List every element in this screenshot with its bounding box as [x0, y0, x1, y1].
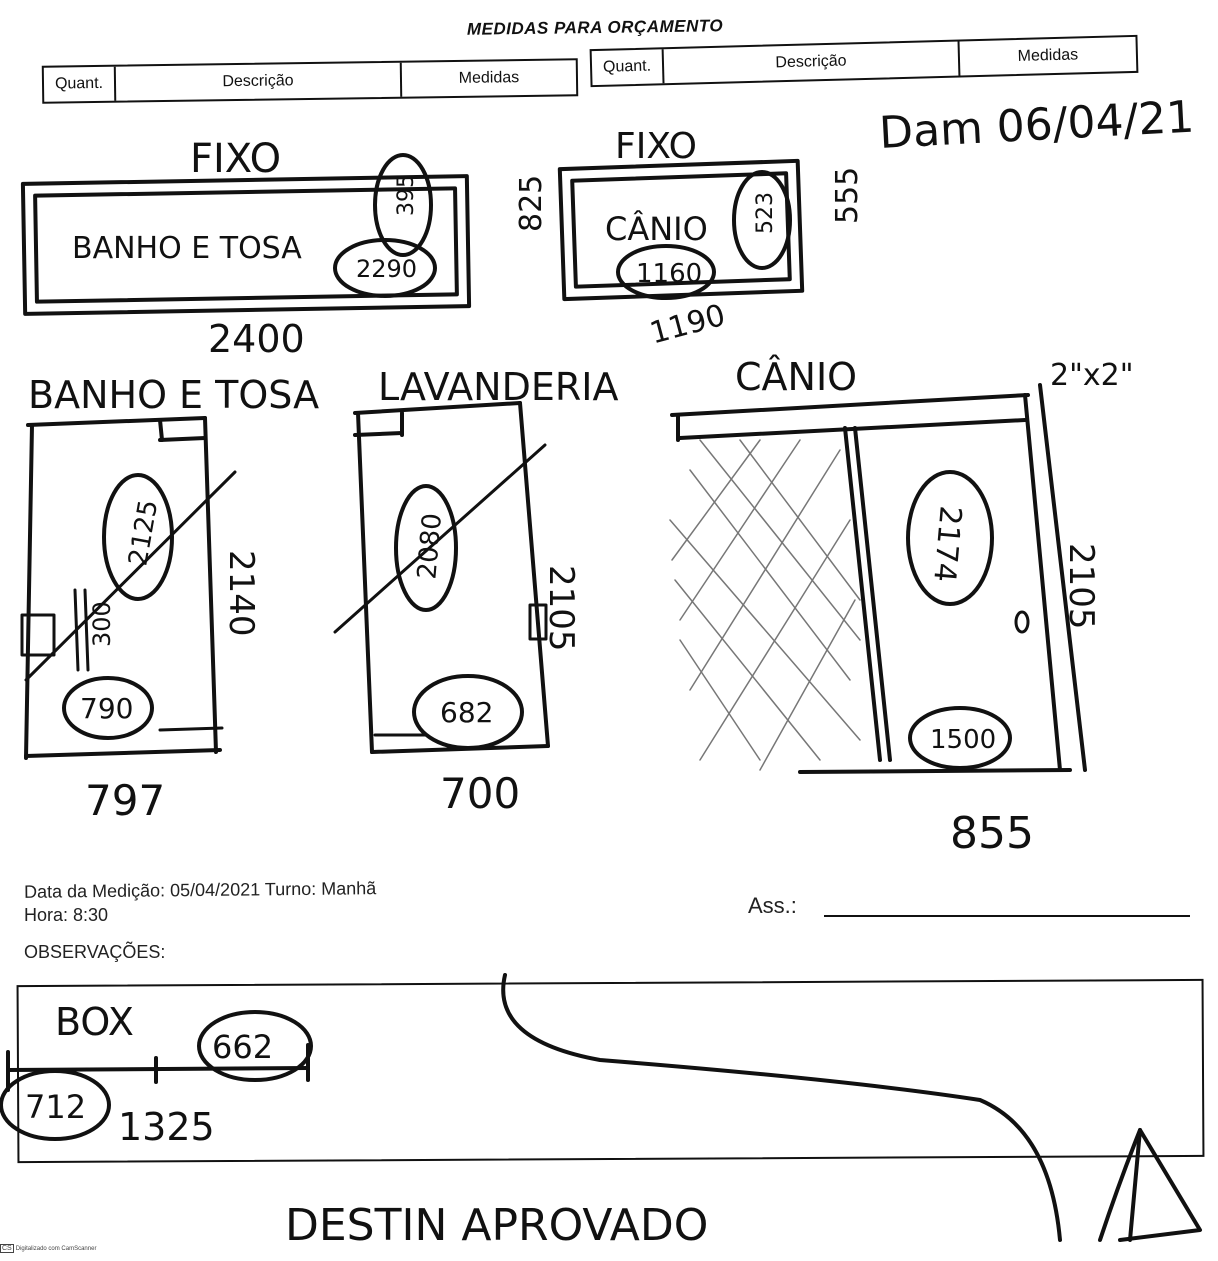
- canil-corner: 2"x2": [1050, 358, 1134, 393]
- lavanderia-side: 2105: [541, 565, 581, 652]
- footer-text: Digitalizado com CamScanner: [15, 1245, 97, 1252]
- box-circle-right-text: 662: [212, 1028, 273, 1066]
- fixo-left-bottom: 2400: [208, 317, 305, 361]
- fixo-left-inner: [33, 186, 459, 304]
- observacoes-box: [16, 978, 1205, 1164]
- fixo-right-label: FIXO: [615, 126, 697, 167]
- data-medicao: Data da Medição: 05/04/2021 Turno: Manhã: [23, 878, 377, 902]
- fixo-right-circle-h: [616, 244, 716, 300]
- banho-tosa-circle-bottom: [62, 676, 154, 740]
- assinatura-line: [824, 915, 1190, 917]
- fixo-left-inner-text: BANHO E TOSA: [72, 231, 302, 266]
- box-circle-right: [197, 1010, 313, 1082]
- fixo-left-side: 825: [514, 175, 549, 232]
- fixo-left-circle-h: [333, 238, 437, 298]
- banho-tosa-side: 2140: [221, 550, 261, 637]
- fixo-right-bottom: 1190: [646, 298, 729, 352]
- fixo-left-circle-v: [373, 153, 433, 257]
- banho-tosa-circle-v-text: 2125: [123, 498, 164, 568]
- box-label: BOX: [55, 1000, 134, 1044]
- banho-tosa-circle-v: [102, 473, 174, 601]
- camscanner-icon: CS: [0, 1244, 14, 1253]
- canil-side: 2105: [1061, 543, 1101, 630]
- hora: Hora: 8:30: [24, 905, 109, 925]
- canil-bottom: 855: [950, 808, 1034, 859]
- box-total: 1325: [118, 1105, 215, 1149]
- banho-tosa-label: BANHO E TOSA: [28, 373, 319, 417]
- note-top-right: Dam 06/04/21: [878, 92, 1196, 159]
- canil-label: CÂNIO: [735, 355, 857, 399]
- observacoes-label: OBSERVAÇÕES:: [24, 942, 166, 962]
- lavanderia-bottom: 700: [440, 769, 520, 818]
- bottom-note: DESTIN APROVADO: [285, 1200, 708, 1251]
- banho-tosa-circle-bottom-text: 790: [80, 692, 133, 725]
- box-circle-left: [0, 1069, 111, 1141]
- lavanderia-label: LAVANDERIA: [378, 365, 618, 409]
- fixo-right-circle-v: [732, 170, 792, 270]
- banho-tosa-inner: 300: [88, 601, 116, 647]
- fixo-left-outer: [20, 174, 472, 316]
- lavanderia-circle-bottom-text: 682: [440, 696, 493, 729]
- fixo-right-circle-v-text: 523: [753, 192, 778, 234]
- canil-circle-bottom-text: 1500: [930, 725, 996, 755]
- canil-circle-v-text: 2174: [926, 504, 968, 583]
- box-circle-left-text: 712: [25, 1088, 86, 1126]
- fixo-left-circle-h-text: 2290: [356, 255, 417, 283]
- fixo-right-side: 555: [830, 167, 865, 224]
- scanner-footer: CS Digitalizado com CamScanner: [0, 1244, 96, 1253]
- fixo-left-circle-v-text: 395: [394, 174, 419, 216]
- fixo-right-inner-text: CÂNIO: [605, 210, 708, 248]
- lavanderia-circle-bottom: [412, 674, 524, 750]
- banho-tosa-bottom: 797: [85, 776, 165, 825]
- canil-circle-v: [906, 470, 994, 606]
- canil-circle-bottom: [908, 706, 1012, 770]
- fixo-left-label: FIXO: [190, 136, 281, 182]
- lavanderia-circle-v: [394, 484, 458, 612]
- assinatura-label: Ass.:: [748, 893, 797, 918]
- lavanderia-circle-v-text: 2080: [412, 512, 448, 581]
- fixo-right-circle-h-text: 1160: [636, 259, 702, 289]
